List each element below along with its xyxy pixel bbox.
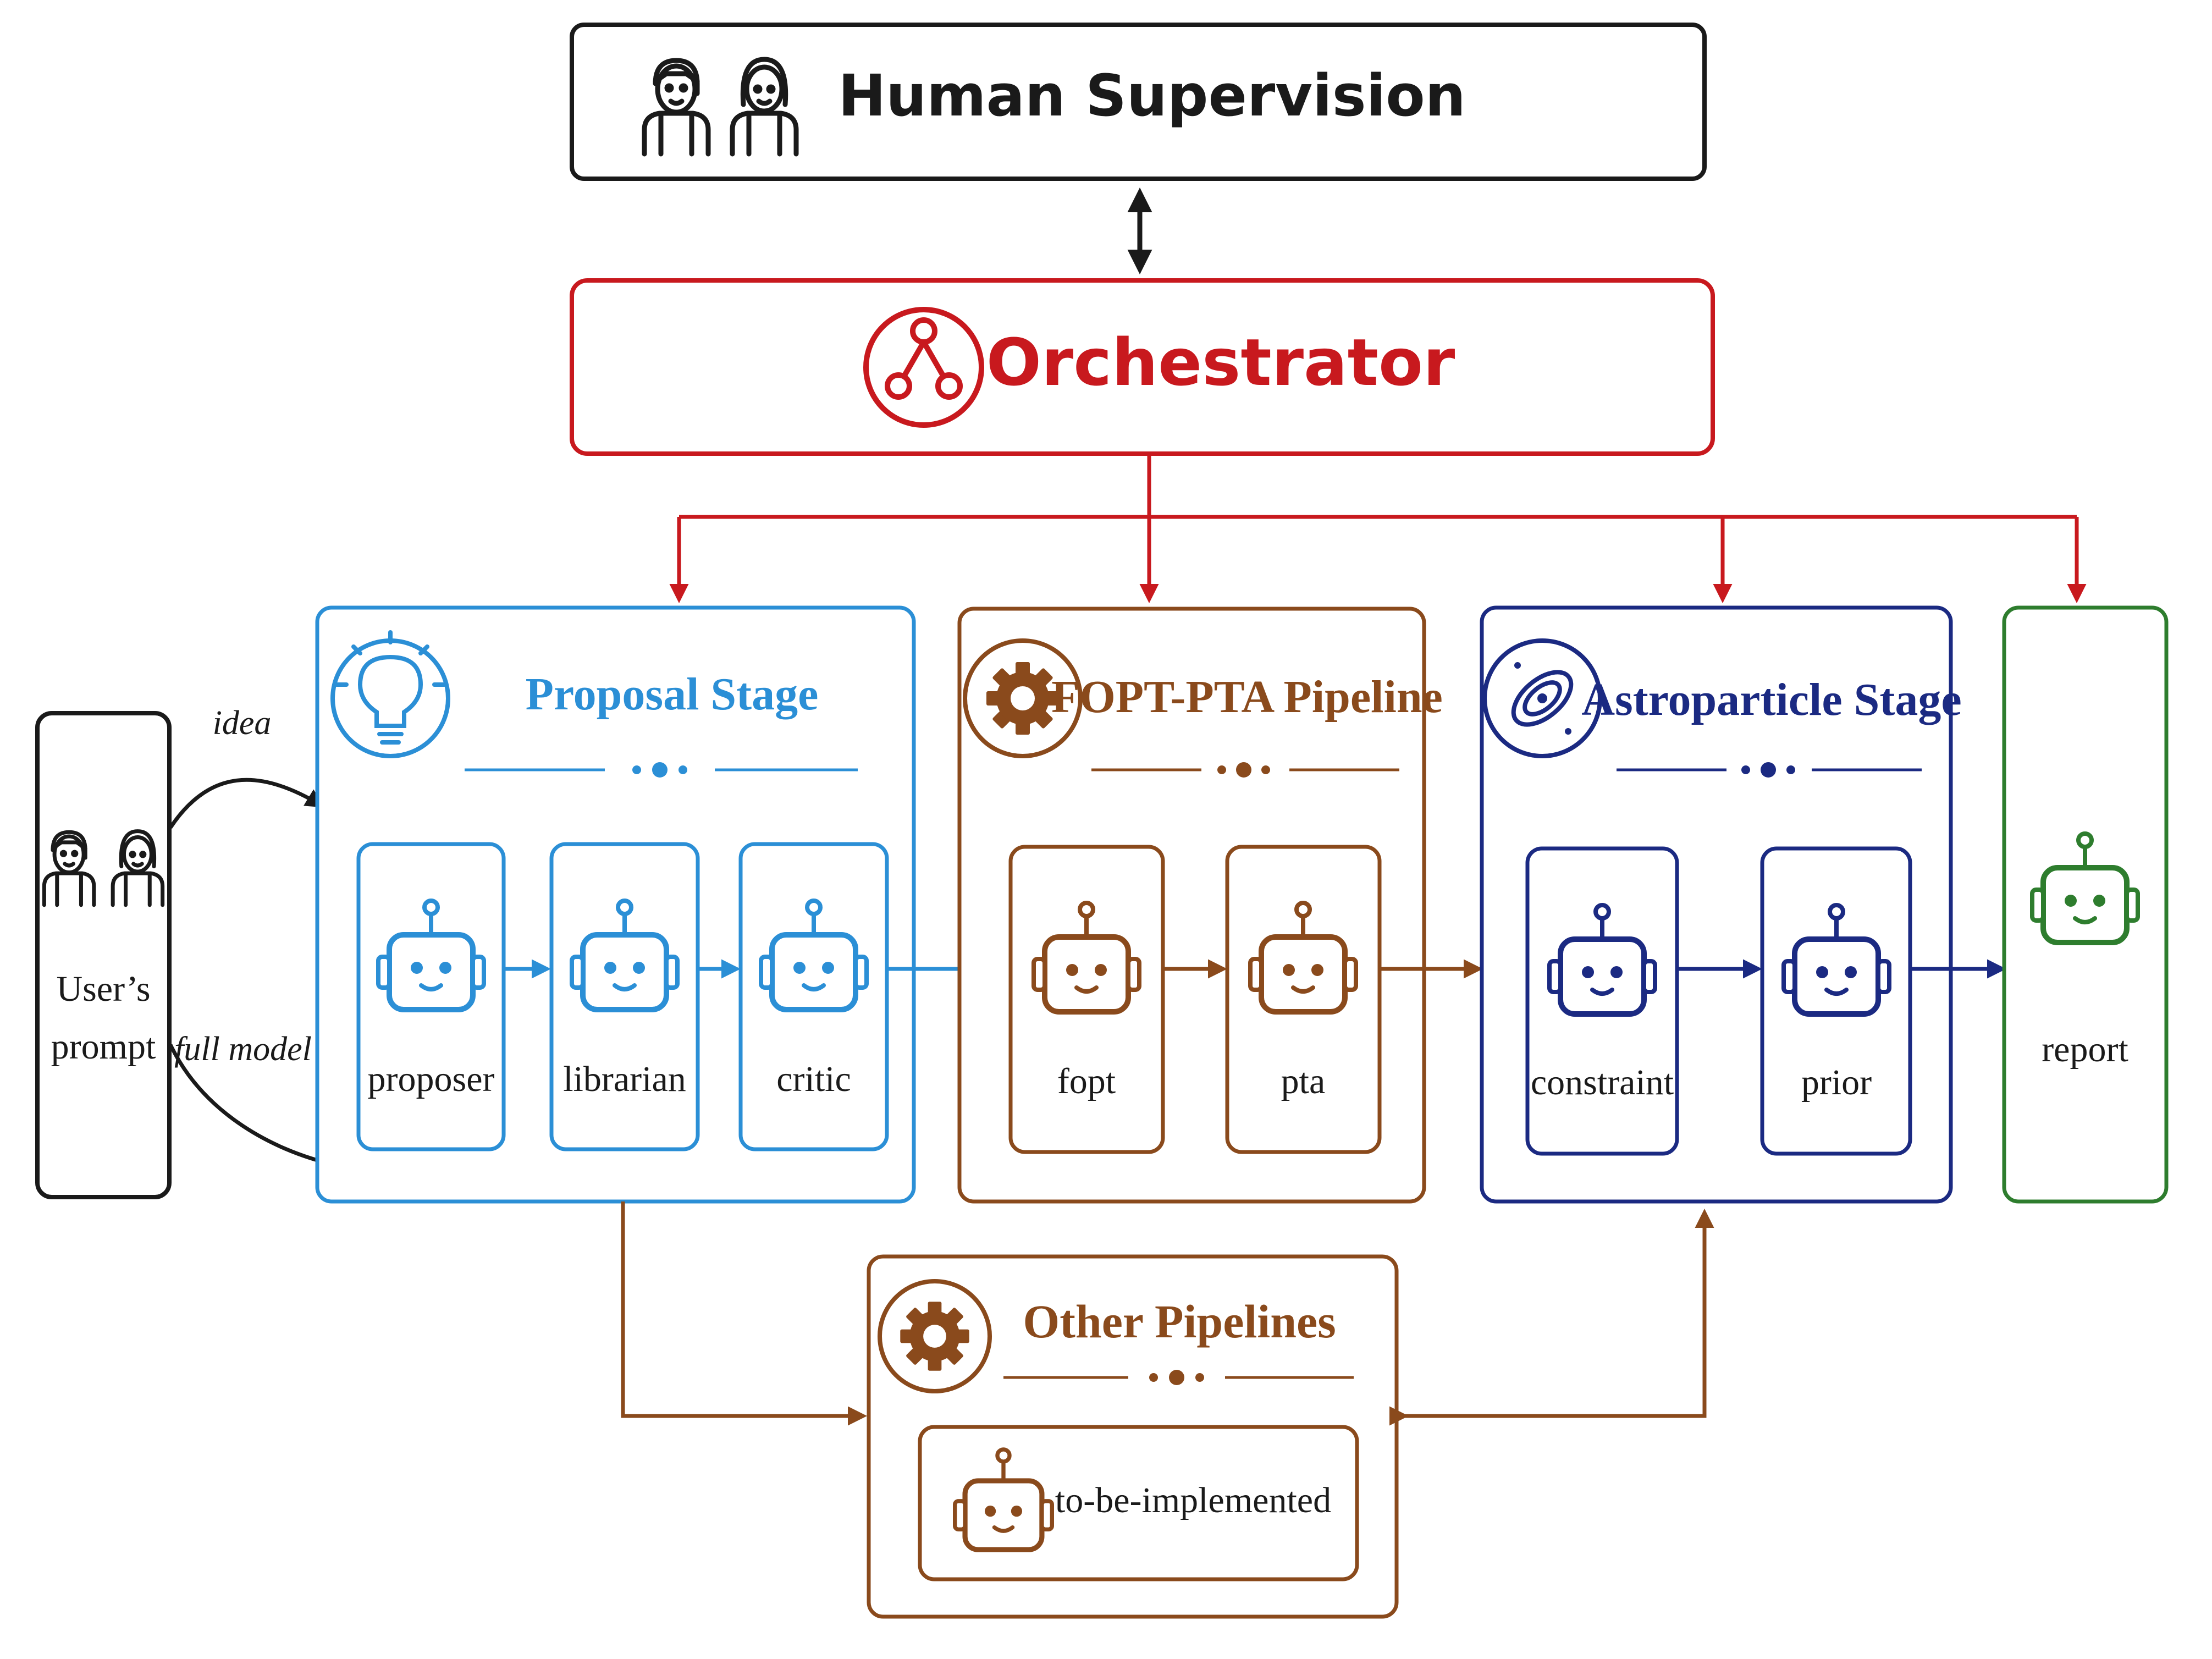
agent-label: constraint — [1531, 1062, 1674, 1103]
title-divider — [465, 762, 858, 778]
agent-label: proposer — [368, 1059, 495, 1099]
user-prompt-line1: User’s — [56, 969, 150, 1009]
proposal-stage-title: Proposal Stage — [526, 669, 819, 720]
idea-arrow — [169, 778, 325, 829]
report-label: report — [2042, 1029, 2128, 1070]
galaxy-icon — [1482, 638, 1602, 758]
network-nodes-icon — [863, 307, 984, 428]
agent-card[interactable]: critic — [738, 842, 889, 1151]
lightbulb-icon — [330, 630, 450, 758]
other-pipelines-title: Other Pipelines — [1023, 1295, 1336, 1348]
agent-label: to-be-implemented — [1055, 1480, 1331, 1520]
title-divider — [1617, 762, 1922, 778]
title-divider — [1003, 1370, 1354, 1385]
orchestrator-box: Orchestrator — [570, 278, 1715, 456]
human-supervision-box: Human Supervision — [570, 23, 1707, 181]
idea-label: idea — [213, 704, 272, 742]
fopt-pta-pipeline-title: FOPT-PTA Pipeline — [1051, 671, 1443, 723]
agent-card[interactable]: fopt — [1008, 845, 1165, 1154]
agent-card[interactable]: librarian — [549, 842, 700, 1151]
fopt-pta-pipeline-box: FOPT-PTA Pipeline fopt pta — [957, 607, 1443, 1204]
agent-card[interactable]: to-be-implemented — [918, 1425, 1359, 1581]
agent-label: prior — [1801, 1062, 1872, 1103]
user-prompt-box: User’s prompt — [35, 711, 172, 1199]
agent-label: critic — [776, 1059, 851, 1099]
agent-label: fopt — [1057, 1061, 1116, 1101]
agent-card[interactable]: proposer — [356, 842, 506, 1151]
title-divider — [1091, 762, 1399, 778]
agent-label: librarian — [563, 1059, 686, 1099]
report-box[interactable]: report — [2002, 605, 2169, 1204]
user-prompt-line2: prompt — [51, 1027, 156, 1067]
full-model-label: full model — [174, 1030, 312, 1068]
orchestrator-title: Orchestrator — [986, 324, 1455, 400]
agent-label: pta — [1281, 1061, 1326, 1101]
orchestrator-connectors — [669, 454, 2087, 603]
agent-card[interactable]: prior — [1760, 846, 1912, 1156]
other-pipelines-box: Other Pipelines to-be-implemented — [867, 1254, 1399, 1619]
proposal-stage-box: Proposal Stage proposer librarian critic — [315, 605, 916, 1204]
proposal-to-other-arrow — [621, 1201, 867, 1426]
astroparticle-stage-box: Astroparticle Stage constraint prior — [1480, 605, 1962, 1204]
gear-icon — [986, 662, 1059, 735]
other-astro-arrow — [1389, 1209, 1714, 1426]
human-supervision-title: Human Supervision — [838, 62, 1466, 129]
agent-card[interactable]: constraint — [1525, 846, 1679, 1156]
astroparticle-stage-title: Astroparticle Stage — [1581, 674, 1961, 725]
agent-card[interactable]: pta — [1225, 845, 1382, 1154]
gear-icon — [900, 1302, 969, 1371]
